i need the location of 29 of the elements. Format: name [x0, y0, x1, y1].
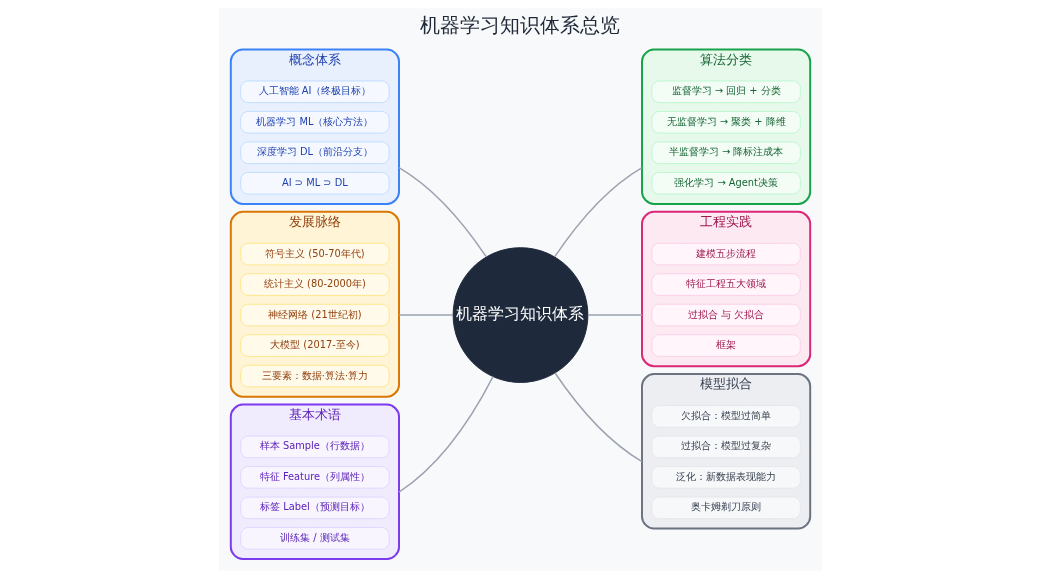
- node-box: 过拟合 与 欠拟合: [650, 303, 801, 327]
- node-box: 训练集 / 测试集: [239, 527, 390, 550]
- node-box: 符号主义 (50-70年代): [239, 242, 390, 266]
- node-box: 半监督学习 → 降标注成本: [650, 141, 801, 165]
- connector: [397, 375, 494, 493]
- node-circle: 机器学习知识体系: [452, 247, 588, 383]
- node-box: 样本 Sample（行数据）: [239, 435, 390, 459]
- connector: [397, 314, 454, 316]
- node-box: 无监督学习 → 聚类 + 降维: [650, 110, 801, 134]
- node-box: 统计主义 (80-2000年): [239, 273, 390, 296]
- node-box: AI ⊃ ML ⊃ DL: [239, 171, 390, 195]
- connector: [586, 314, 643, 316]
- node-box: 监督学习 → 回归 + 分类: [650, 80, 801, 104]
- node-box: 人工智能 AI（终极目标）: [239, 80, 390, 104]
- node-box: 强化学习 → Agent决策: [650, 171, 801, 195]
- connector: [553, 166, 643, 258]
- connector: [397, 166, 487, 258]
- node-box: 三要素：数据·算法·算力: [239, 364, 390, 388]
- node-box: 机器学习 ML（核心方法）: [239, 110, 390, 134]
- node-box: 建模五步流程: [650, 242, 801, 266]
- diagram-title: 机器学习知识体系总览: [420, 13, 620, 37]
- node-box: 框架: [650, 334, 801, 357]
- node-box: 大模型 (2017-至今): [239, 334, 390, 357]
- connector: [553, 372, 643, 463]
- node-box: 特征工程五大领域: [650, 273, 801, 296]
- node-box: 神经网络 (21世纪初): [239, 303, 390, 327]
- node-box: 标签 Label（预测目标）: [239, 496, 390, 520]
- node-box: 深度学习 DL（前沿分支）: [239, 141, 390, 165]
- node-box: 特征 Feature（列属性）: [239, 466, 390, 489]
